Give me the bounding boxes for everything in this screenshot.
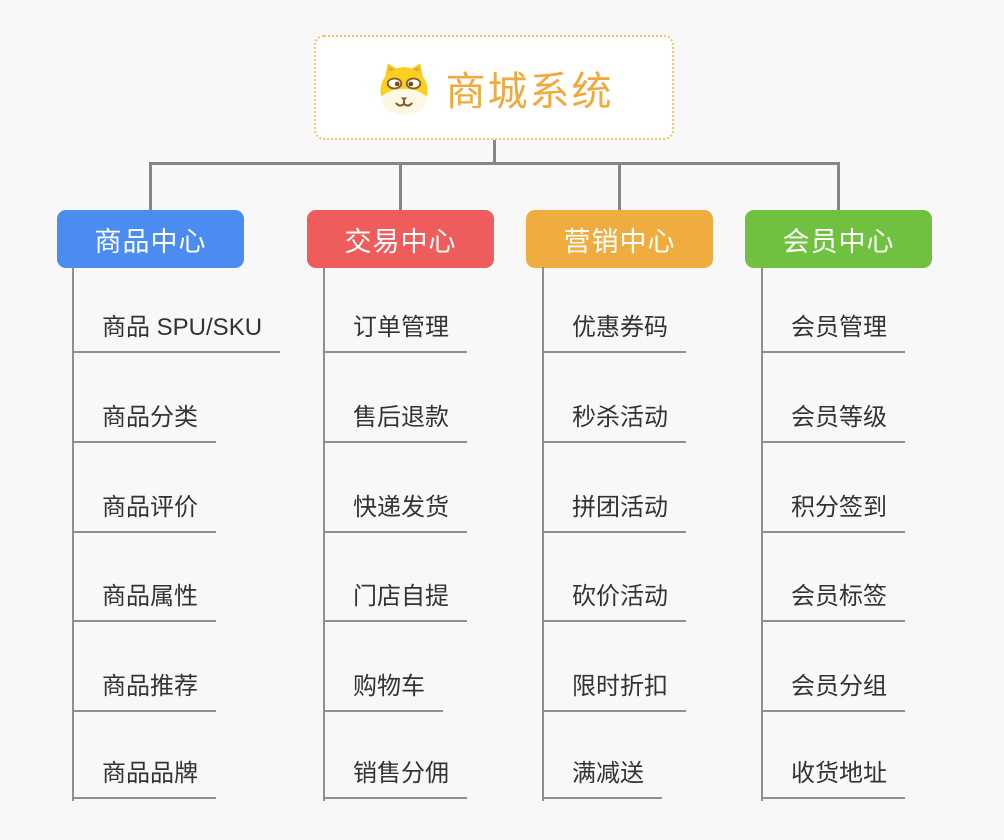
leaf-topic[interactable]: 秒杀活动 — [542, 403, 686, 443]
branch-box-member-center[interactable]: 会员中心 — [745, 210, 932, 268]
leaf-topic[interactable]: 满减送 — [542, 759, 662, 799]
root-node[interactable]: 商城系统 — [314, 35, 674, 140]
leaf-topic[interactable]: 商品 SPU/SKU — [72, 313, 281, 353]
connector-drop-4 — [837, 162, 840, 210]
leaf-topic[interactable]: 会员管理 — [761, 313, 905, 353]
root-title: 商城系统 — [445, 69, 614, 114]
leaf-topic[interactable]: 售后退款 — [323, 403, 467, 443]
leaf-topic[interactable]: 商品分类 — [72, 403, 216, 443]
connector-drop-3 — [618, 162, 621, 210]
connector-drop-2 — [399, 162, 402, 210]
leaf-topic[interactable]: 快递发货 — [323, 493, 467, 533]
branch-box-product-center[interactable]: 商品中心 — [57, 210, 244, 268]
leaf-topic[interactable]: 会员等级 — [761, 403, 905, 443]
connector-branch-3-spine — [542, 267, 544, 801]
leaf-topic[interactable]: 购物车 — [323, 672, 443, 712]
branch-box-trade-center[interactable]: 交易中心 — [307, 210, 494, 268]
leaf-topic[interactable]: 收货地址 — [761, 759, 905, 799]
leaf-topic[interactable]: 砍价活动 — [542, 582, 686, 622]
leaf-topic[interactable]: 门店自提 — [323, 582, 467, 622]
leaf-topic[interactable]: 会员分组 — [761, 672, 905, 712]
leaf-topic[interactable]: 优惠券码 — [542, 313, 686, 353]
leaf-topic[interactable]: 商品评价 — [72, 493, 216, 533]
connector-root-stem — [493, 140, 496, 163]
connector-bus — [149, 162, 840, 165]
leaf-topic[interactable]: 积分签到 — [761, 493, 905, 533]
leaf-topic[interactable]: 订单管理 — [323, 313, 467, 353]
leaf-topic[interactable]: 限时折扣 — [542, 672, 686, 712]
leaf-topic[interactable]: 拼团活动 — [542, 493, 686, 533]
dog-face-icon — [379, 63, 428, 114]
leaf-topic[interactable]: 商品推荐 — [72, 672, 216, 712]
connector-branch-4-spine — [761, 267, 763, 801]
leaf-topic[interactable]: 商品品牌 — [72, 759, 216, 799]
connector-branch-2-spine — [323, 267, 325, 801]
leaf-topic[interactable]: 商品属性 — [72, 582, 216, 622]
leaf-topic[interactable]: 会员标签 — [761, 582, 905, 622]
connector-branch-1-spine — [72, 267, 74, 801]
connector-drop-1 — [149, 162, 152, 210]
branch-box-marketing-center[interactable]: 营销中心 — [526, 210, 713, 268]
leaf-topic[interactable]: 销售分佣 — [323, 759, 467, 799]
